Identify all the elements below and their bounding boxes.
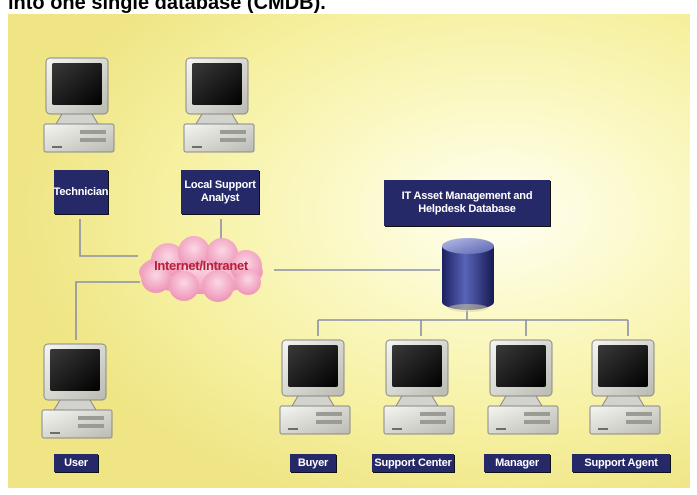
local-support-label: Local Support Analyst [181, 170, 259, 214]
connector-lines [75, 219, 629, 340]
user-label-text: User [64, 456, 88, 469]
database-label-line1: IT Asset Management and [401, 190, 533, 202]
database-icon [442, 238, 494, 312]
support-agent-label-text: Support Agent [584, 456, 658, 469]
manager-label-text: Manager [495, 456, 539, 469]
support-center-computer-icon [383, 339, 455, 435]
manager-label: Manager [484, 454, 550, 472]
support-center-label: Support Center [372, 454, 454, 472]
technician-label: Technician [53, 170, 109, 214]
user-label: User [54, 454, 98, 472]
database-label-line2: Helpdesk Database [418, 203, 516, 215]
technician-label-text: Technician [53, 185, 109, 198]
manager-computer-icon [487, 339, 559, 435]
support-agent-label: Support Agent [572, 454, 670, 472]
support-center-label-text: Support Center [374, 456, 452, 469]
internet-cloud-icon [139, 236, 263, 302]
buyer-computer-icon [279, 339, 351, 435]
support-agent-computer-icon [589, 339, 661, 435]
local-support-label-line1: Local Support [184, 179, 256, 191]
local-support-label-line2: Analyst [200, 192, 240, 204]
buyer-label: Buyer [290, 454, 336, 472]
technician-computer-icon [43, 57, 115, 153]
local-support-computer-icon [183, 57, 255, 153]
page-heading: into one single database (CMDB). [8, 0, 326, 14]
line-technician-cloud [79, 219, 138, 257]
user-computer-icon [41, 343, 113, 439]
cloud-label: Internet/Intranet [154, 258, 248, 273]
line-user-cloud [75, 281, 140, 340]
database-label: IT Asset Management and Helpdesk Databas… [384, 180, 550, 226]
network-diagram: Technician Local Support Analyst User Bu… [8, 14, 690, 488]
buyer-label-text: Buyer [297, 456, 329, 469]
